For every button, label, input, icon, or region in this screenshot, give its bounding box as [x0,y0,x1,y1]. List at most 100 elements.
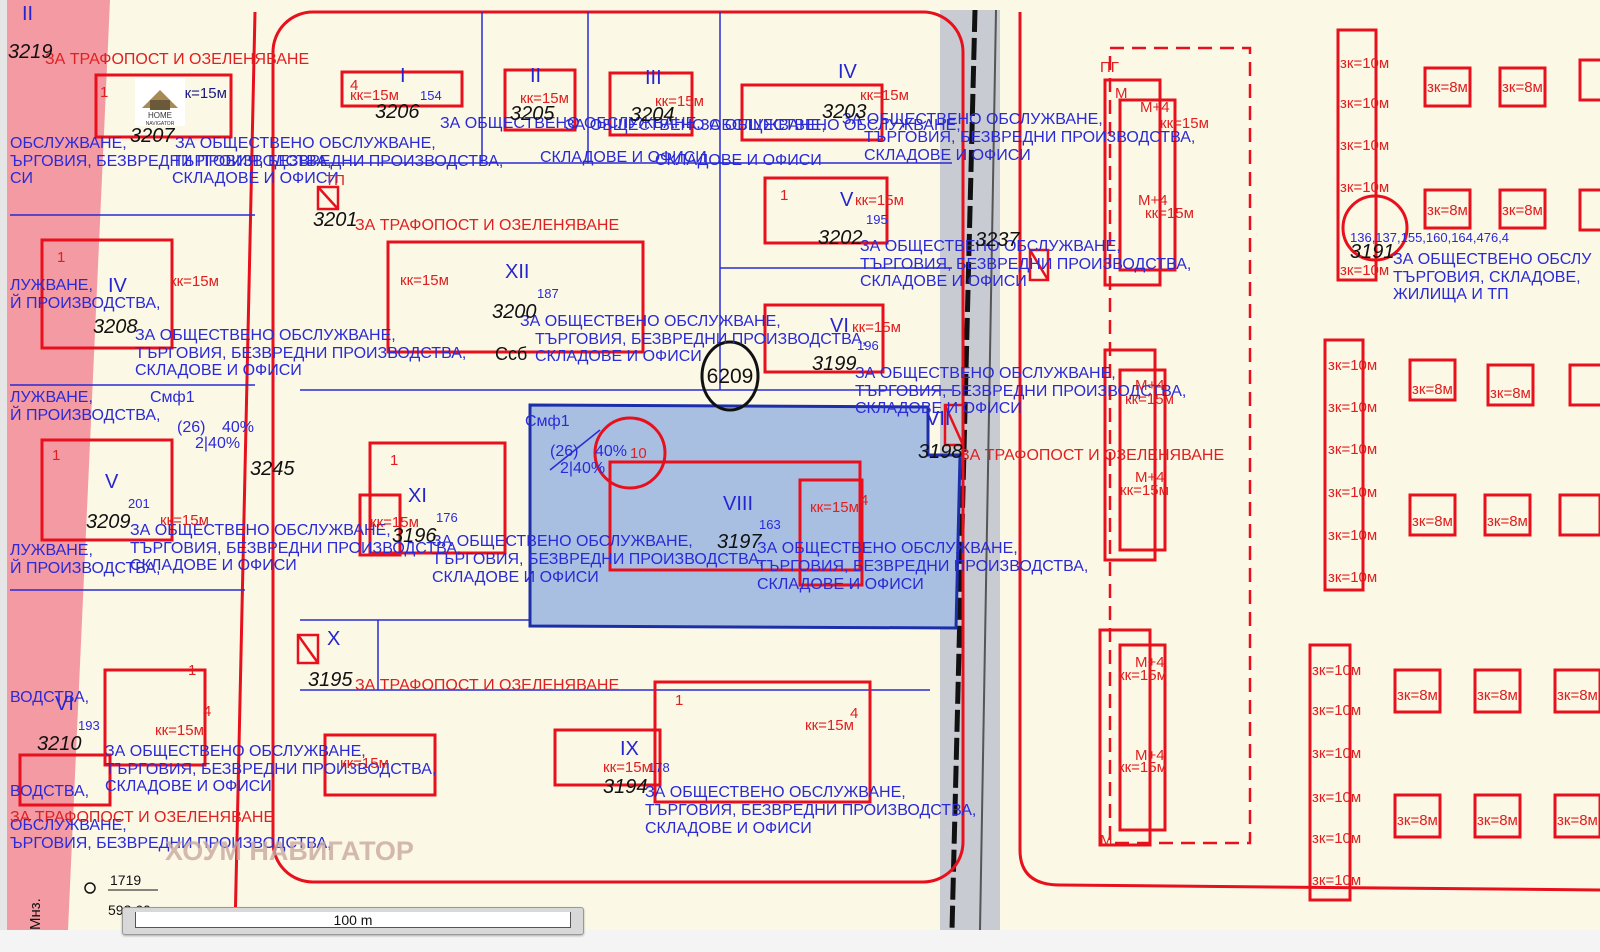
svg-text:ТЪРГОВИЯ, БЕЗВРЕДНИ ПРОИЗВОДСТ: ТЪРГОВИЯ, БЕЗВРЕДНИ ПРОИЗВОДСТВА, [860,256,1191,273]
svg-text:СКЛАДОВЕ И ОФИСИ: СКЛАДОВЕ И ОФИСИ [135,362,302,379]
svg-text:кк=15м: кк=15м [160,512,209,529]
railway-edge [979,9,997,931]
svg-text:М+4: М+4 [1138,192,1168,209]
svg-text:3198: 3198 [918,441,963,463]
svg-text:187: 187 [537,286,559,301]
svg-text:ЗА ТРАФОПОСТ И ОЗЕЛЕНЯВАНЕ: ЗА ТРАФОПОСТ И ОЗЕЛЕНЯВАНЕ [960,447,1224,464]
svg-text:3208: 3208 [93,316,138,338]
svg-text:ТЪРГОВИЯ, БЕЗВРЕДНИ ПРОИЗВОДСТ: ТЪРГОВИЯ, БЕЗВРЕДНИ ПРОИЗВОДСТВА, [855,383,1186,400]
svg-text:СКЛАДОВЕ И ОФИСИ: СКЛАДОВЕ И ОФИСИ [655,152,822,169]
svg-text:3196: 3196 [392,525,437,547]
home-navigator-logo: HOME NAVIGATOR [135,78,185,127]
svg-text:3206: 3206 [375,101,420,123]
svg-text:3203: 3203 [822,101,867,123]
use-labels: ЗА ОБЩЕСТВЕНО ОБСЛУЖВАНЕ, ТЪРГОВИЯ, БЕЗВ… [10,111,1592,852]
svg-text:СКЛАДОВЕ И ОФИСИ: СКЛАДОВЕ И ОФИСИ [757,576,924,593]
scale-bar: 100 m [122,907,584,935]
svg-text:кк=15м: кк=15м [860,87,909,104]
svg-text:ЗА ОБЩЕСТВЕНО ОБСЛУЖВАНЕ,: ЗА ОБЩЕСТВЕНО ОБСЛУЖВАНЕ, [135,327,396,344]
svg-text:зк=8м: зк=8м [1412,513,1453,530]
svg-text:I: I [400,65,406,87]
svg-text:зк=10м: зк=10м [1340,137,1389,154]
svg-text:ВОДСТВА,: ВОДСТВА, [10,689,89,706]
highlight-circle-6209[interactable] [700,340,760,412]
svg-text:ЛУЖВАНЕ,: ЛУЖВАНЕ, [10,389,93,406]
svg-text:зк=8м: зк=8м [1427,202,1468,219]
red-zone-left [7,0,110,930]
svg-text:ЛУЖВАНЕ,: ЛУЖВАНЕ, [10,542,93,559]
svg-text:ТЪРГОВИЯ, БЕЗВРЕДНИ ПРОИЗВОДСТ: ТЪРГОВИЯ, БЕЗВРЕДНИ ПРОИЗВОДСТВА, [172,153,503,170]
svg-text:зк=10м: зк=10м [1340,179,1389,196]
svg-text:Й ПРОИЗВОДСТВА,: Й ПРОИЗВОДСТВА, [10,405,161,424]
svg-text:зк=10м: зк=10м [1328,527,1377,544]
svg-text:кк=15м: кк=15м [155,722,204,739]
svg-text:ЗА ОБЩЕСТВЕНО ОБСЛУЖВАНЕ,: ЗА ОБЩЕСТВЕНО ОБСЛУЖВАНЕ, [700,117,961,134]
svg-text:ТЪРГОВИЯ, БЕЗВРЕДНИ ПРОИЗВОДСТ: ТЪРГОВИЯ, БЕЗВРЕДНИ ПРОИЗВОДСТВА, [105,761,436,778]
svg-text:кк=15м: кк=15м [1145,205,1194,222]
svg-text:ЗА ТРАФОПОСТ И ОЗЕЛЕНЯВАНЕ: ЗА ТРАФОПОСТ И ОЗЕЛЕНЯВАНЕ [355,677,619,694]
svg-text:ОБСЛУЖВАНЕ,: ОБСЛУЖВАНЕ, [10,817,127,834]
parcel-lines [10,12,952,691]
svg-text:кк=15м: кк=15м [1118,667,1167,684]
trafo-labels: ЗА ТРАФОПОСТ И ОЗЕЛЕНЯВАНЕ ЗА ТРАФОПОСТ … [10,51,1224,826]
svg-text:XII: XII [505,261,529,283]
svg-text:3207: 3207 [130,125,175,147]
svg-text:ТЪРГОВИЯ, БЕЗВРЕДНИ ПРОИЗВОДСТ: ТЪРГОВИЯ, БЕЗВРЕДНИ ПРОИЗВОДСТВА, [432,551,763,568]
svg-text:ЗА ОБЩЕСТВЕНО ОБСЛУЖВАНЕ,: ЗА ОБЩЕСТВЕНО ОБСЛУЖВАНЕ, [130,522,391,539]
svg-text:3197: 3197 [717,531,762,553]
svg-text:40%: 40% [222,419,254,436]
svg-text:кк=15м: кк=15м [400,272,449,289]
svg-text:ЗА ОБЩЕСТВЕНО ОБСЛУЖВАНЕ,: ЗА ОБЩЕСТВЕНО ОБСЛУЖВАНЕ, [860,238,1121,255]
svg-text:зк=10м: зк=10м [1328,357,1377,374]
svg-text:ЗА ОБЩЕСТВЕНО ОБСЛУЖВАНЕ,: ЗА ОБЩЕСТВЕНО ОБСЛУЖВАНЕ, [565,117,826,134]
svg-text:кк=15м: кк=15м [1120,482,1169,499]
svg-text:2|40%: 2|40% [560,460,605,477]
watermark-text: ХОУМ НАВИГАТОР [165,836,414,866]
circle-marker-3191 [1341,194,1409,262]
selected-parcel-3197[interactable] [528,403,962,630]
scale-bar-label: 100 m [333,912,373,928]
svg-text:кк=15м: кк=15м [1125,391,1174,408]
svg-text:зк=8м: зк=8м [1487,513,1528,530]
left-frame-strip [0,0,7,930]
svg-text:ЗА ОБЩЕСТВЕНО ОБСЛУЖВАНЕ,: ЗА ОБЩЕСТВЕНО ОБСЛУЖВАНЕ, [520,313,781,330]
svg-text:зк=10м: зк=10м [1340,262,1389,279]
svg-text:196: 196 [857,338,879,353]
zk-labels: зк=10м зк=10м зк=10м зк=10м зк=10м зк=8м… [1312,55,1598,889]
svg-text:163: 163 [759,517,781,532]
svg-text:1: 1 [390,452,398,469]
svg-text:3201: 3201 [313,209,358,231]
svg-text:Ссб: Ссб [495,344,527,364]
svg-text:СКЛАДОВЕ И ОФИСИ: СКЛАДОВЕ И ОФИСИ [105,778,272,795]
svg-text:ТЪРГОВИЯ, БЕЗВРЕДНИ ПРОИЗВОДСТ: ТЪРГОВИЯ, БЕЗВРЕДНИ ПРОИЗВОДСТВА, [757,558,1088,575]
svg-text:кк=15м: кк=15м [655,93,704,110]
svg-text:III: III [645,67,662,89]
svg-text:зк=8м: зк=8м [1397,687,1438,704]
svg-text:кк=15м: кк=15м [1118,759,1167,776]
svg-text:ТЪРГОВИЯ, БЕЗВРЕДНИ ПРОИЗВОДСТ: ТЪРГОВИЯ, БЕЗВРЕДНИ ПРОИЗВОДСТВА, [535,331,866,348]
svg-text:зк=8м: зк=8м [1477,812,1518,829]
zk-boxes [1308,28,1600,902]
pg-buildings [1098,78,1177,847]
svg-text:136,137,155,160,164,476,4: 136,137,155,160,164,476,4 [1350,230,1509,245]
block-boundary-main [271,10,965,884]
svg-text:зк=10м: зк=10м [1312,745,1361,762]
svg-text:ЗА ОБЩЕСТВЕНО ОБСЛУЖВАНЕ,: ЗА ОБЩЕСТВЕНО ОБСЛУЖВАНЕ, [757,540,1018,557]
circle-marker-selected [593,416,667,490]
svg-text:3191: 3191 [1350,241,1395,263]
svg-text:1: 1 [52,447,60,464]
svg-text:СКЛАДОВЕ И ОФИСИ: СКЛАДОВЕ И ОФИСИ [130,557,297,574]
svg-text:кк=15м: кк=15м [178,85,227,102]
svg-text:Смф1: Смф1 [150,389,195,406]
svg-text:зк=8м: зк=8м [1490,385,1531,402]
svg-text:М: М [1115,85,1128,102]
svg-text:Мнз.: Мнз. [27,898,44,930]
bottom-bar [0,930,1600,952]
svg-text:1: 1 [780,187,788,204]
svg-text:201: 201 [128,496,150,511]
svg-text:кк=15м: кк=15м [1160,115,1209,132]
svg-text:40%: 40% [595,443,627,460]
svg-text:178: 178 [648,760,670,775]
svg-text:зк=8м: зк=8м [1427,79,1468,96]
